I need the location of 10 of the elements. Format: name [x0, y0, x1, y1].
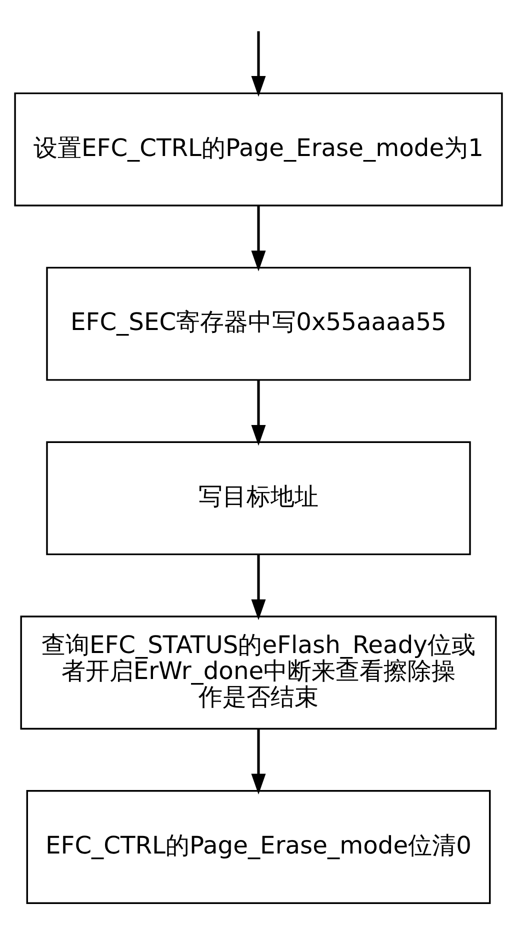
node-box: 查询EFC_STATUS的eFlash_Ready位或者开启ErWr_done中断来查看擦除操作是否结束	[20, 615, 497, 730]
arrow	[251, 30, 266, 96]
arrow	[251, 205, 266, 271]
arrow	[251, 380, 266, 446]
node-box: 设置EFC_CTRL的Page_Erase_mode为1	[14, 92, 503, 206]
node-box: EFC_CTRL的Page_Erase_mode位清0	[26, 790, 491, 904]
arrow	[251, 554, 266, 620]
node-box: EFC_SEC寄存器中写0x55aaaa55	[46, 266, 471, 380]
node-box: 写目标地址	[46, 440, 471, 555]
arrow	[251, 728, 266, 794]
